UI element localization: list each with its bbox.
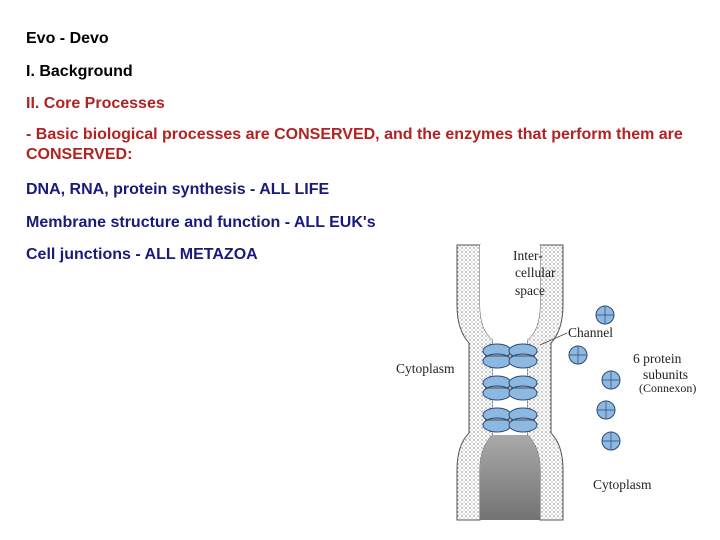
connexon-row-3 bbox=[482, 407, 538, 433]
label-cytoplasm-left: Cytoplasm bbox=[396, 361, 455, 376]
conserved-statement: - Basic biological processes are CONSERV… bbox=[26, 126, 683, 163]
label-inter: Inter- bbox=[513, 248, 543, 263]
label-channel: Channel bbox=[568, 325, 613, 340]
slide-title: Evo - Devo bbox=[26, 30, 109, 47]
label-connexon: (Connexon) bbox=[639, 381, 696, 395]
label-protein-subunits-1: 6 protein bbox=[633, 351, 682, 366]
bullet-dna-rna-protein: DNA, RNA, protein synthesis - ALL LIFE bbox=[26, 181, 330, 198]
outline-item-background: I. Background bbox=[26, 63, 133, 80]
label-cellular: cellular bbox=[515, 265, 556, 280]
connexon-row-2 bbox=[482, 375, 538, 401]
label-space: space bbox=[515, 283, 545, 298]
bullet-cell-junctions: Cell junctions - ALL METAZOA bbox=[26, 246, 258, 263]
bullet-membrane: Membrane structure and function - ALL EU… bbox=[26, 214, 376, 231]
label-cytoplasm-bottom: Cytoplasm bbox=[593, 477, 652, 492]
connexon-row-1 bbox=[482, 343, 538, 369]
gap-junction-figure: Inter- cellular space Channel Cytoplasm … bbox=[396, 244, 696, 521]
label-protein-subunits-2: subunits bbox=[643, 367, 688, 382]
channel-lower-shading bbox=[480, 435, 540, 520]
outline-item-core-processes: II. Core Processes bbox=[26, 95, 165, 112]
